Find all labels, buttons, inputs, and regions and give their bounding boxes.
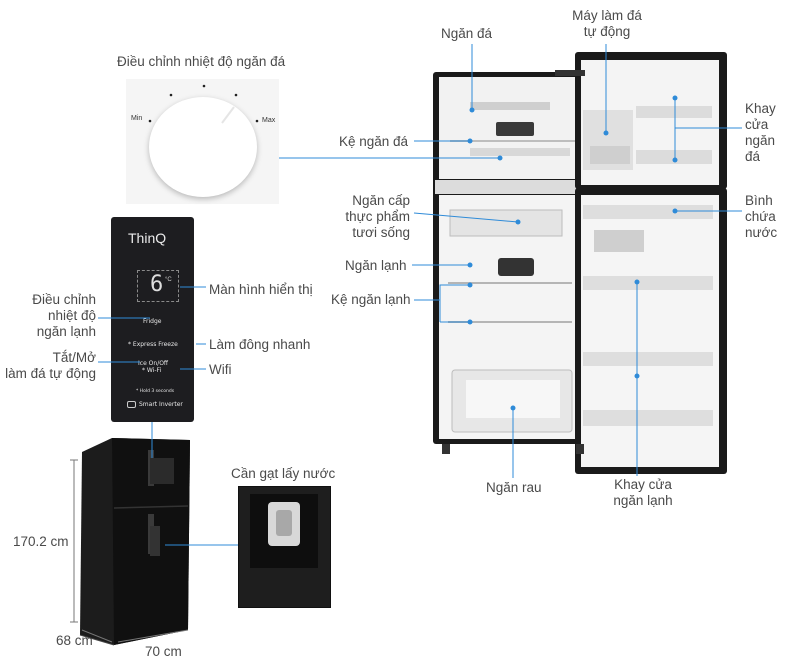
panel-smart-inverter: Smart Inverter <box>139 401 183 408</box>
dial-max-label: Max <box>262 117 276 124</box>
open-fridge-illustration <box>433 52 727 474</box>
panel-display-frame <box>137 270 179 302</box>
label-water-lever: Cần gạt lấy nước <box>231 466 336 481</box>
dial-title: Điều chỉnh nhiệt độ ngăn đá <box>117 54 286 69</box>
panel-express-freeze-button[interactable]: * Express Freeze <box>128 341 178 348</box>
dimension-width: 70 cm <box>145 644 182 659</box>
label-fridge-shelf: Kệ ngăn lạnh <box>331 292 411 307</box>
label-wifi: Wifi <box>209 362 232 377</box>
dimension-depth: 68 cm <box>56 633 93 648</box>
closed-fridge-illustration <box>79 438 190 646</box>
dispenser-lever-slot <box>276 510 292 536</box>
label-freezer-shelf: Kệ ngăn đá <box>339 134 409 149</box>
panel-wifi-button[interactable]: * Wi-Fi <box>142 367 162 374</box>
inverter-icon <box>127 401 136 408</box>
panel-fridge-button[interactable]: Fridge <box>143 318 162 325</box>
panel-ice-toggle-button[interactable]: Ice On/Off <box>138 360 169 367</box>
panel-digit: 6 <box>150 272 164 297</box>
panel-brand: ThinQ <box>128 230 167 246</box>
label-fridge-compartment: Ngăn lạnh <box>345 258 407 273</box>
temperature-dial-knob[interactable] <box>149 97 257 197</box>
label-display-screen: Màn hình hiển thị <box>209 282 313 297</box>
dimension-height: 170.2 cm <box>13 534 69 549</box>
panel-unit: °C <box>165 277 172 283</box>
dial-min-label: Min <box>131 115 143 122</box>
panel-hold-note: * Hold 3 seconds <box>136 389 175 394</box>
control-panel <box>111 217 194 422</box>
dial-ticks <box>148 84 259 124</box>
label-express-freeze: Làm đông nhanh <box>209 337 311 352</box>
label-vegetable-drawer: Ngăn rau <box>486 480 542 495</box>
label-freezer: Ngăn đá <box>441 26 493 41</box>
